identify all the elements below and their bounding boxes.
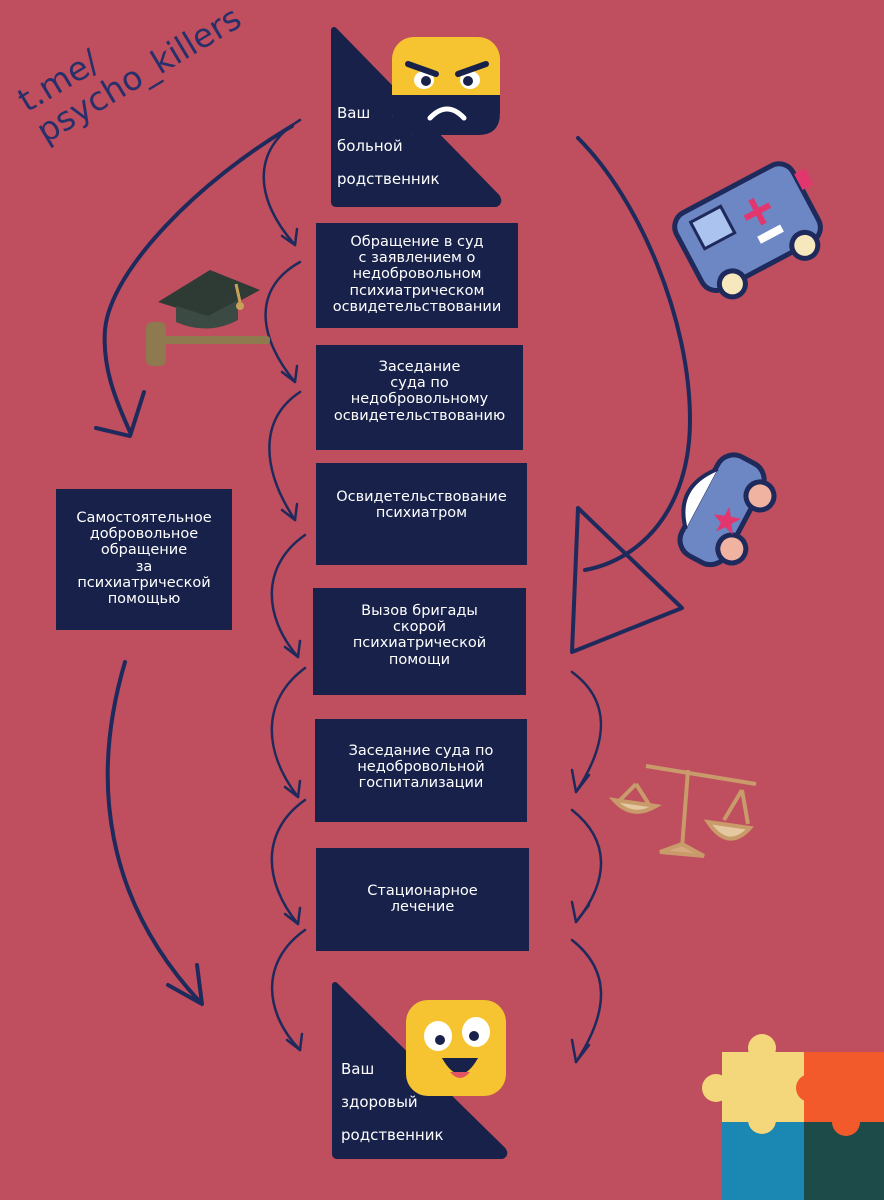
angry-face-icon xyxy=(392,37,500,135)
end-node-label: Ваш здоровый родственник xyxy=(341,1060,444,1144)
bottom-left-arrow xyxy=(105,660,202,1004)
step-court-hearing-examination: Заседание суда по недобровольному освиде… xyxy=(316,345,523,450)
step-label: Заседание суда по недобровольному освиде… xyxy=(333,359,506,424)
start-node-label: Ваш больной родственник xyxy=(337,104,440,188)
side-box-label: Самостоятельное добровольное обращение з… xyxy=(76,510,212,608)
flow-arrow xyxy=(280,502,299,522)
step-psychiatrist-examination: Освидетельствование психиатром xyxy=(316,463,527,565)
step-label: Обращение в суд с заявлением о недоброво… xyxy=(332,234,502,315)
flow-arrow xyxy=(570,938,603,1064)
side-voluntary-request: Самостоятельное добровольное обращение з… xyxy=(56,489,232,630)
bottom-left-arrow-head xyxy=(166,963,204,1006)
flow-arrow xyxy=(570,808,603,924)
step-inpatient-treatment: Стационарное лечение xyxy=(316,848,529,951)
flow-arrow xyxy=(283,639,302,659)
step-label: Стационарное лечение xyxy=(367,883,478,916)
graduation-cap-icon xyxy=(158,270,260,329)
step-court-hearing-hospitalization: Заседание суда по недобровольной госпита… xyxy=(315,719,527,822)
step-label: Освидетельствование психиатром xyxy=(336,489,507,522)
flow-arrow xyxy=(270,798,307,926)
flow-arrow xyxy=(283,906,302,926)
flow-arrow xyxy=(270,666,307,799)
scales-icon xyxy=(608,764,757,858)
flow-arrow xyxy=(270,533,307,659)
big-left-arrow-head xyxy=(94,390,146,438)
flow-arrow xyxy=(570,768,591,794)
big-left-arrow xyxy=(102,124,294,434)
flow-arrow xyxy=(285,1032,304,1052)
step-label: Заседание суда по недобровольной госпита… xyxy=(348,743,494,792)
step-label: Вызов бригады скорой психиатрической пом… xyxy=(352,603,487,668)
flow-arrow xyxy=(270,928,307,1052)
flow-arrow xyxy=(570,670,603,794)
puzzle-icon xyxy=(702,1034,884,1200)
big-right-arrow xyxy=(576,136,692,572)
flow-arrow xyxy=(283,779,302,799)
happy-face-icon xyxy=(406,1000,506,1096)
flow-arrow xyxy=(570,1038,591,1064)
flow-arrow xyxy=(280,227,299,247)
flow-arrow xyxy=(280,364,299,384)
step-call-ambulance: Вызов бригады скорой психиатрической пом… xyxy=(313,588,526,695)
flow-arrow xyxy=(264,260,302,384)
police-car-icon xyxy=(677,452,777,568)
flow-arrow xyxy=(570,900,591,924)
step-court-application: Обращение в суд с заявлением о недоброво… xyxy=(316,223,518,328)
ambulance-icon xyxy=(672,161,823,300)
big-right-arrow-head xyxy=(570,506,684,654)
gavel-icon xyxy=(146,322,270,366)
flow-arrow xyxy=(268,390,302,522)
